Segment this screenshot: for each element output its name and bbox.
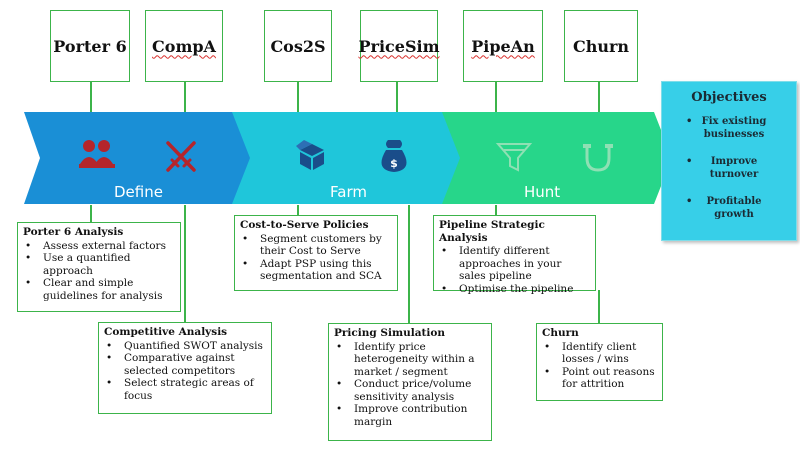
topbox-porter6: Porter 6 xyxy=(50,10,130,82)
card-title: Competitive Analysis xyxy=(104,326,228,338)
svg-text:$: $ xyxy=(390,157,398,170)
topbox-pricesim: PriceSim xyxy=(358,10,440,82)
list-item: Select strategic areas of focus xyxy=(104,377,267,402)
card-churn: Churn Identify client losses / wins Poin… xyxy=(536,323,663,401)
funnel-icon xyxy=(495,143,533,172)
list-item: Assess external factors xyxy=(23,240,176,253)
card-pricing-simulation: Pricing Simulation Identify price hetero… xyxy=(328,323,492,441)
list-item: Identify price heterogeneity within a ma… xyxy=(334,341,487,379)
connector-compa xyxy=(184,82,186,112)
list-item: Adapt PSP using this segmentation and SC… xyxy=(240,258,393,283)
list-item: Quantified SWOT analysis xyxy=(104,340,267,353)
card-title: Cost-to-Serve Policies xyxy=(240,219,369,231)
connector-pricesim xyxy=(396,82,398,112)
topbox-churn: Churn xyxy=(564,10,638,82)
stage-label-define: Define xyxy=(114,183,163,201)
list-item: Identify different approaches in your sa… xyxy=(439,245,591,283)
arrow-define xyxy=(24,112,252,204)
card-title: Pricing Simulation xyxy=(334,327,446,339)
arrow-farm xyxy=(232,112,464,204)
topbox-compa: CompA xyxy=(145,10,223,82)
list-item: Comparative against selected competitors xyxy=(104,352,267,377)
card-porter6-analysis: Porter 6 Analysis Assess external factor… xyxy=(17,222,181,312)
card-title: Pipeline Strategic Analysis xyxy=(439,219,545,244)
open-box-icon xyxy=(296,140,324,170)
objective-item: Fix existing businesses xyxy=(662,115,796,141)
card-title: Churn xyxy=(542,327,579,339)
list-item: Segment customers by their Cost to Serve xyxy=(240,233,393,258)
magnet-icon xyxy=(583,144,613,172)
connector-churn xyxy=(598,82,600,112)
card-pipeline-strategic-analysis: Pipeline Strategic Analysis Identify dif… xyxy=(433,215,596,295)
connector-porter xyxy=(90,82,92,112)
list-item: Optimise the pipeline xyxy=(439,283,591,296)
objective-item: Improve turnover xyxy=(662,155,796,181)
objective-item: Profitable growth xyxy=(662,195,796,221)
connector-cos2s xyxy=(297,82,299,112)
crossed-swords-icon xyxy=(166,141,196,172)
connector-compa-card xyxy=(184,205,186,323)
people-icon xyxy=(79,140,115,168)
card-cost-to-serve: Cost-to-Serve Policies Segment customers… xyxy=(234,215,398,291)
card-title: Porter 6 Analysis xyxy=(23,226,124,238)
connector-cos2s-card xyxy=(297,205,299,215)
objectives-title: Objectives xyxy=(691,90,767,105)
list-item: Improve contribution margin xyxy=(334,403,487,428)
connector-pricesim-card xyxy=(408,205,410,323)
connector-pipean-card xyxy=(495,205,497,217)
connector-pipean xyxy=(495,82,497,112)
stage-label-hunt: Hunt xyxy=(524,183,561,201)
list-item: Conduct price/volume sensitivity analysi… xyxy=(334,378,487,403)
stage-label-farm: Farm xyxy=(330,183,367,201)
objectives-panel: Objectives Fix existing businesses Impro… xyxy=(661,81,797,241)
topbox-pipean: PipeAn xyxy=(463,10,543,82)
list-item: Clear and simple guidelines for analysis xyxy=(23,277,176,302)
connector-churn-card xyxy=(598,290,600,324)
card-competitive-analysis: Competitive Analysis Quantified SWOT ana… xyxy=(98,322,272,414)
list-item: Use a quantified approach xyxy=(23,252,176,277)
list-item: Point out reasons for attrition xyxy=(542,366,658,391)
money-bag-icon: $ xyxy=(381,140,407,172)
topbox-cos2s: Cos2S xyxy=(264,10,332,82)
arrow-hunt xyxy=(442,112,672,204)
list-item: Identify client losses / wins xyxy=(542,341,658,366)
connector-porter-card xyxy=(90,205,92,223)
